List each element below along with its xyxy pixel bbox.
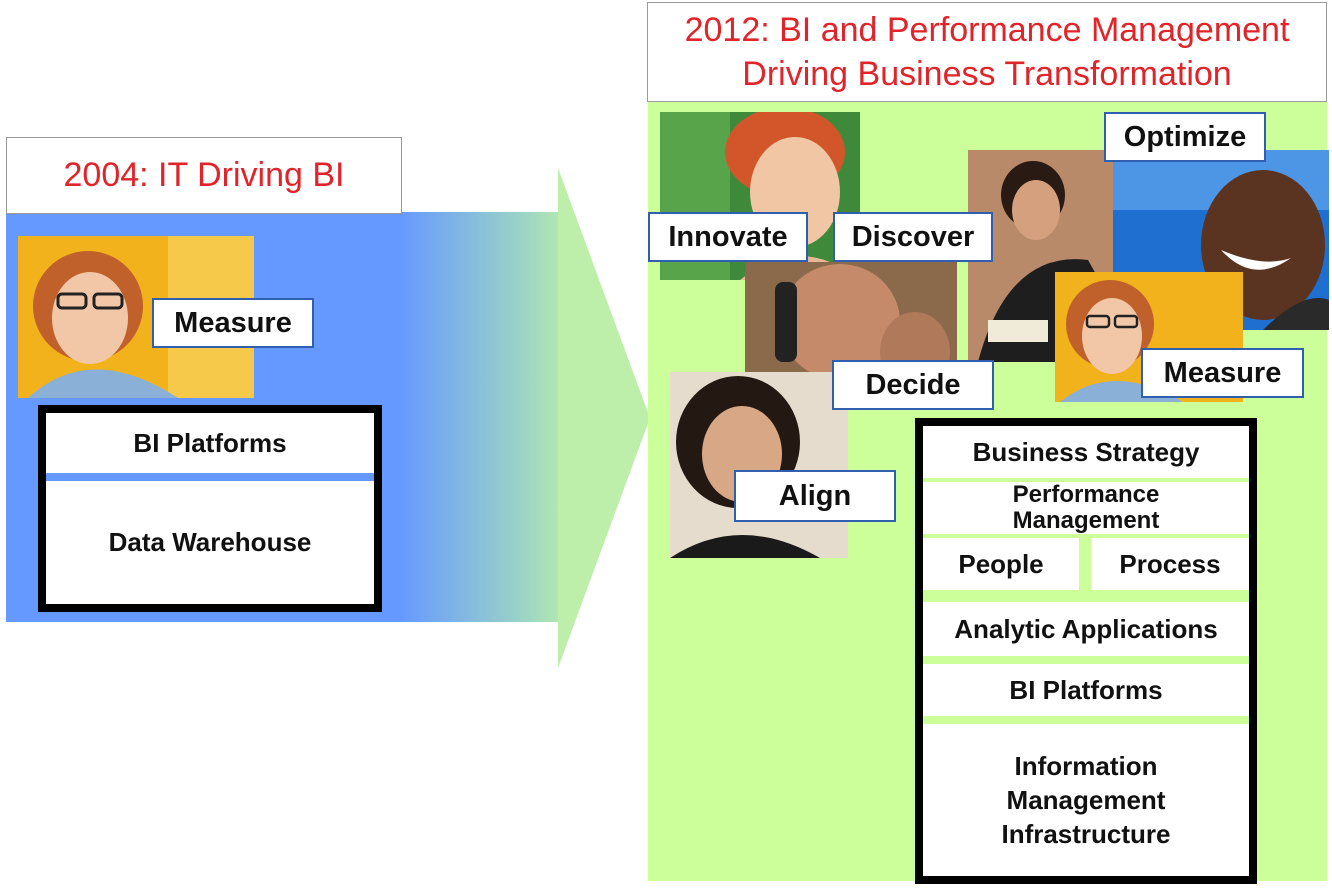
layer-performance-management-line2: Management — [1012, 507, 1160, 534]
layer-info-line1: Information — [1014, 751, 1158, 781]
tag-decide: Decide — [832, 360, 994, 410]
layer-process: Process — [1091, 538, 1249, 590]
stack-2004: BI Platforms Data Warehouse — [38, 405, 382, 612]
tag-measure-left: Measure — [152, 298, 314, 348]
layer-performance-management: Performance Management — [923, 482, 1249, 534]
tag-discover: Discover — [833, 212, 993, 262]
layer-people: People — [923, 538, 1079, 590]
tag-measure-right: Measure — [1141, 348, 1304, 398]
photo-asian-woman — [670, 372, 848, 558]
stack-2012: Business Strategy Performance Management… — [915, 418, 1257, 884]
title-2004: 2004: IT Driving BI — [6, 137, 402, 214]
tag-align: Align — [734, 470, 896, 522]
layer-performance-management-line1: Performance — [1012, 481, 1160, 508]
layer-bi-platforms-left: BI Platforms — [46, 413, 374, 473]
title-2012-line1: 2012: BI and Performance Management — [684, 11, 1290, 49]
layer-business-strategy: Business Strategy — [923, 426, 1249, 478]
title-2012: 2012: BI and Performance Management Driv… — [647, 2, 1327, 102]
transition-arrow-head — [558, 168, 650, 668]
layer-info-line2: Management — [1006, 785, 1166, 815]
layer-information-management-infrastructure: Information Management Infrastructure — [923, 724, 1249, 876]
layer-data-warehouse: Data Warehouse — [46, 481, 374, 604]
tag-optimize: Optimize — [1104, 112, 1266, 162]
layer-bi-platforms-right: BI Platforms — [923, 664, 1249, 716]
title-2012-line2: Driving Business Transformation — [742, 55, 1232, 93]
stack-divider — [46, 473, 374, 481]
tag-innovate: Innovate — [648, 212, 808, 262]
layer-analytic-applications: Analytic Applications — [923, 602, 1249, 656]
transition-arrow-body — [400, 212, 570, 622]
layer-info-line3: Infrastructure — [1001, 819, 1171, 849]
